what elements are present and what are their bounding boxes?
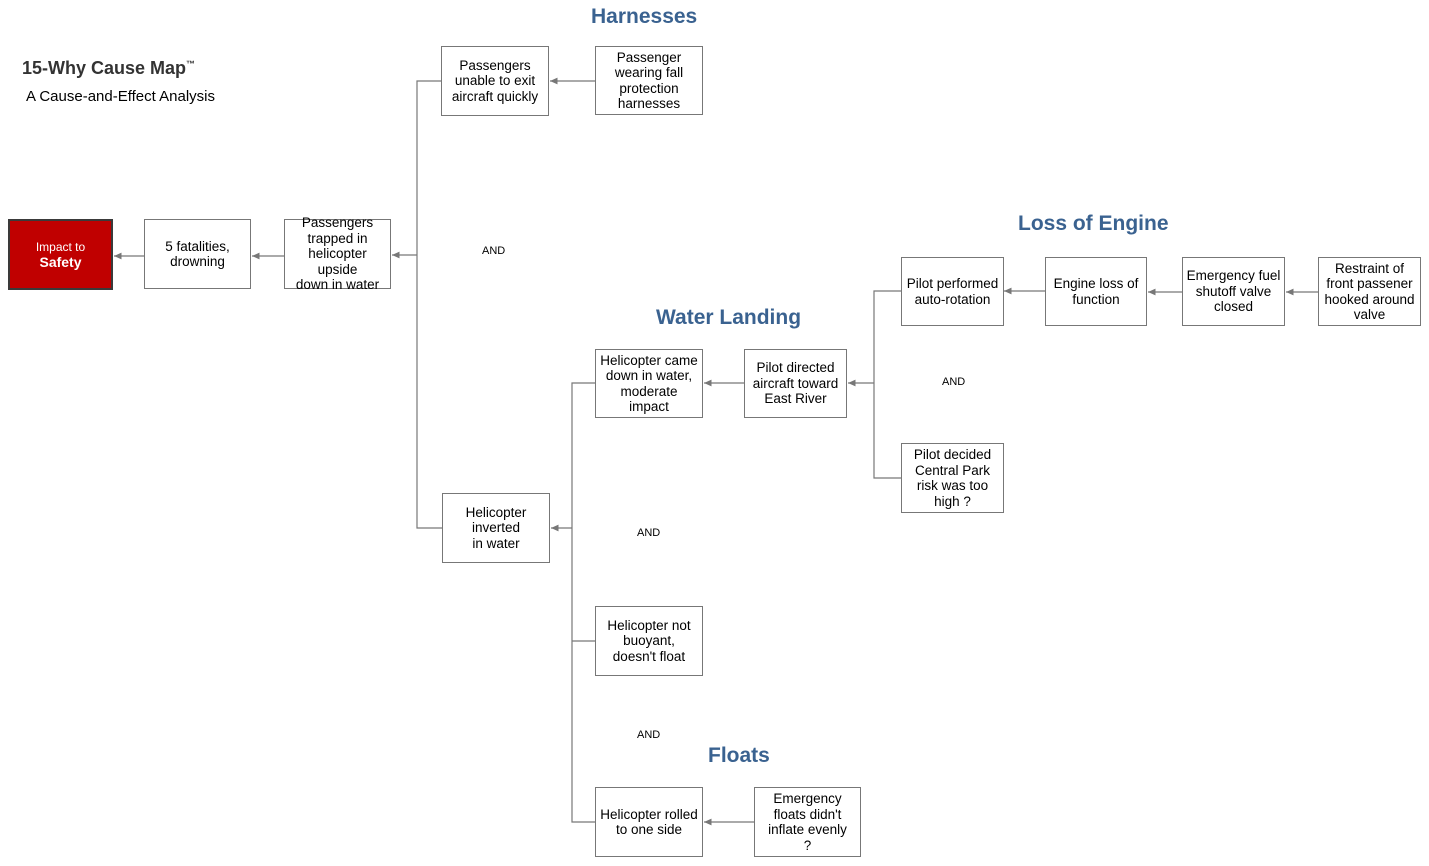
impact-to-safety-box: Impact to Safety — [8, 219, 113, 290]
cause-box-fatalities: 5 fatalities, drowning — [144, 219, 251, 289]
map-subtitle: A Cause-and-Effect Analysis — [26, 88, 215, 105]
cause-box-inverted: Helicopter inverted in water — [442, 493, 550, 563]
cause-box-fuel-valve: Emergency fuel shutoff valve closed — [1182, 257, 1285, 326]
and-label: AND — [482, 245, 506, 257]
cause-box-not-buoyant: Helicopter not buoyant, doesn't float — [595, 606, 703, 676]
connector-branch-inverted — [571, 382, 596, 823]
map-title: 15-Why Cause Map™ — [22, 58, 196, 78]
connector-branch-directed — [873, 290, 901, 479]
category-loss-of-engine: Loss of Engine — [1018, 212, 1169, 235]
and-label: AND — [942, 376, 966, 388]
impact-category: Safety — [39, 253, 82, 270]
and-label: AND — [637, 527, 661, 539]
cause-box-trapped: Passengers trapped in helicopter upside … — [284, 215, 391, 292]
cause-box-engine-loss: Engine loss of function — [1045, 257, 1147, 326]
category-harnesses: Harnesses — [591, 5, 698, 28]
cause-box-came-down: Helicopter came down in water, moderate … — [595, 349, 703, 418]
cause-box-rolled: Helicopter rolled to one side — [595, 787, 703, 857]
cause-box-harness: Passenger wearing fall protection harnes… — [595, 46, 703, 115]
cause-box-floats-failed: Emergency floats didn't inflate evenly ? — [754, 787, 861, 857]
cause-box-central-park: Pilot decided Central Park risk was too … — [901, 443, 1004, 513]
cause-box-directed: Pilot directed aircraft toward East Rive… — [744, 349, 847, 418]
impact-label: Impact to — [35, 239, 86, 254]
category-floats: Floats — [708, 744, 770, 767]
connector-branch-trapped — [416, 80, 442, 529]
cause-box-autorotation: Pilot performed auto-rotation — [901, 257, 1004, 326]
category-water-landing: Water Landing — [656, 306, 802, 329]
cause-box-unable-exit: Passengers unable to exit aircraft quick… — [441, 46, 549, 116]
and-label: AND — [637, 729, 661, 741]
trademark-mark: ™ — [186, 59, 196, 69]
cause-box-restraint: Restraint of front passener hooked aroun… — [1318, 257, 1421, 326]
